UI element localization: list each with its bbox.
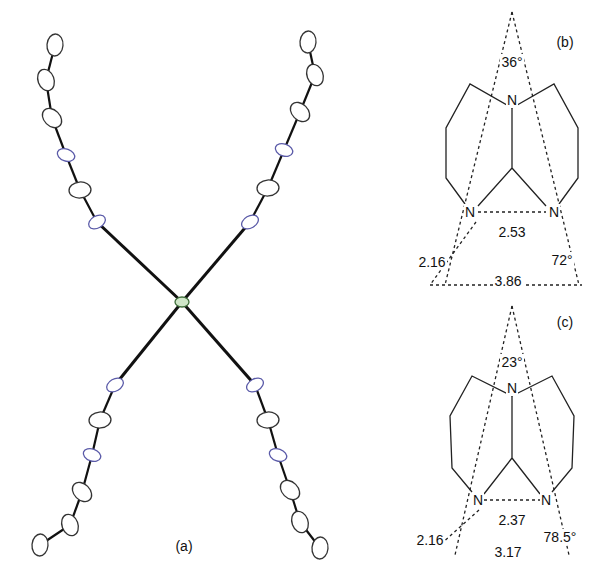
metal-ellipsoid [175, 297, 189, 307]
nitrogen-ellipsoid [104, 375, 126, 394]
figure-label: 3.17 [493, 544, 522, 560]
nitrogen-ellipsoid [86, 212, 108, 231]
carbon-ellipsoid [88, 411, 111, 429]
figure-label: 2.16 [415, 532, 444, 548]
nitrogen-ellipsoid [273, 141, 294, 158]
carbon-ellipsoid [59, 512, 82, 538]
carbon-ellipsoid [256, 411, 279, 429]
carbon-ellipsoid [277, 477, 304, 504]
carbon-ellipsoid [39, 105, 66, 132]
carbon-ellipsoid [46, 33, 64, 56]
metal-ligand-bond [182, 302, 255, 385]
nitrogen-ellipsoid [81, 446, 102, 463]
atom-label: N [506, 380, 518, 396]
atom-label: N [506, 92, 518, 108]
figure-label: 2.37 [497, 512, 526, 528]
figure-label: 2.53 [497, 224, 526, 240]
atom-label: N [472, 492, 484, 508]
carbon-ellipsoid [299, 30, 317, 53]
figure-label: 2.16 [417, 254, 446, 270]
carbon-ellipsoid [289, 509, 312, 535]
carbon-ellipsoid [311, 536, 329, 559]
atom-label: N [540, 492, 552, 508]
nitrogen-ellipsoid [55, 146, 76, 163]
figure-label: 3.86 [493, 273, 522, 289]
atom-label: N [548, 204, 560, 220]
figure-label: 78.5° [543, 529, 578, 545]
nitrogen-ellipsoid [239, 212, 261, 231]
geometry-panel-b [430, 12, 582, 285]
figure-label: (c) [556, 314, 574, 330]
nitrogen-ellipsoid [244, 375, 266, 394]
metal-ligand-bond [182, 222, 250, 302]
ortep-structure [31, 30, 329, 559]
metal-ligand-bond [115, 302, 182, 385]
metal-ligand-bond [97, 222, 182, 302]
geometry-panel-c [440, 306, 574, 555]
carbon-ellipsoid [287, 99, 314, 126]
carbon-ellipsoid [69, 479, 96, 506]
carbon-ellipsoid [31, 533, 49, 556]
carbon-ellipsoid [304, 62, 327, 88]
carbon-ellipsoid [68, 181, 91, 199]
figure-label: (a) [174, 538, 193, 554]
carbon-ellipsoid [35, 67, 58, 93]
nitrogen-ellipsoid [267, 446, 288, 463]
figure-label: 23° [500, 354, 523, 370]
figure-label: 36° [500, 54, 523, 70]
carbon-ellipsoid [256, 179, 279, 197]
figure-label: (b) [555, 34, 574, 50]
atom-label: N [464, 204, 476, 220]
figure-label: 72° [550, 252, 573, 268]
